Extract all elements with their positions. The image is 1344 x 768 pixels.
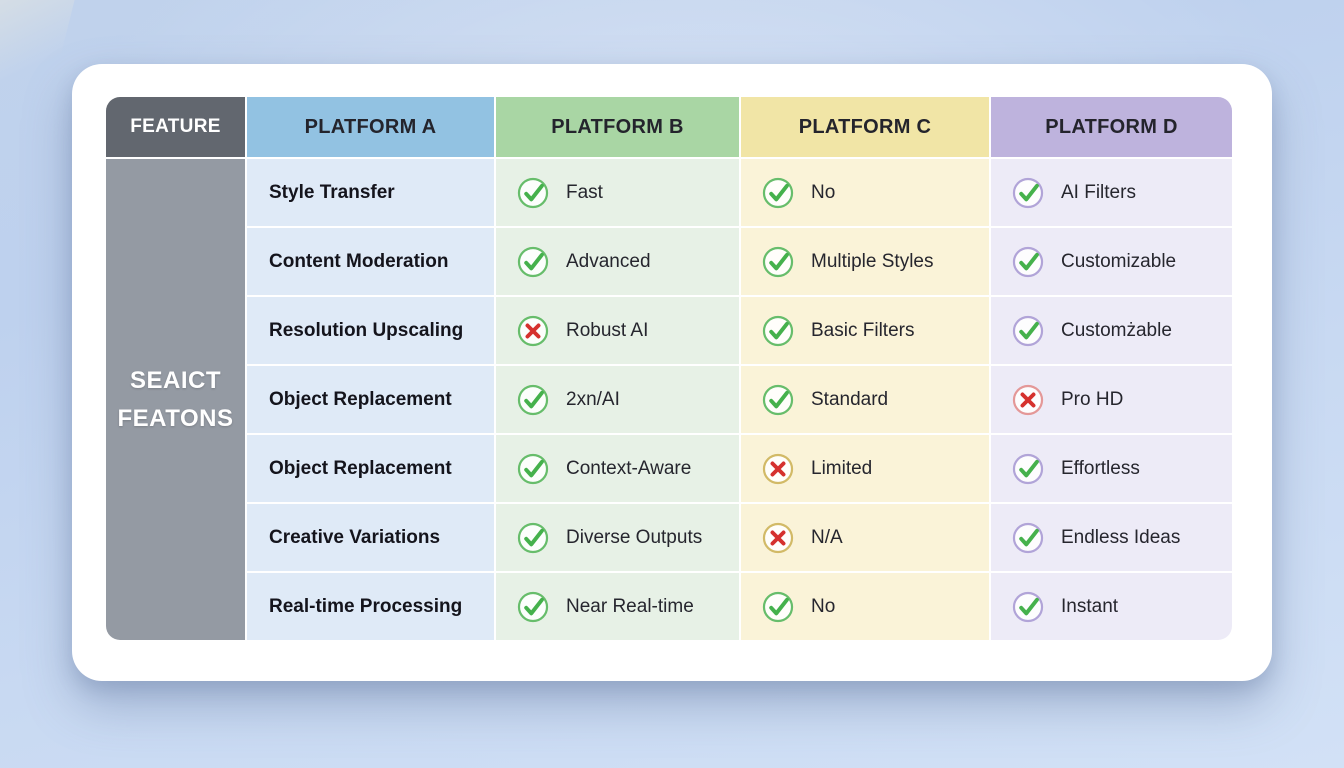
cell-value: Advanced bbox=[566, 250, 651, 272]
cell-value: 2xn/AI bbox=[566, 388, 620, 410]
column-header-a: PLATFORM A bbox=[247, 97, 494, 157]
feature-name: Real-time Processing bbox=[269, 595, 463, 617]
check-icon bbox=[517, 384, 549, 415]
cell-value: Basic Filters bbox=[811, 319, 915, 341]
check-icon bbox=[1012, 522, 1044, 553]
cross-icon bbox=[762, 522, 794, 553]
platform-b-cell: 2xn/AI bbox=[496, 366, 739, 433]
check-icon bbox=[1012, 246, 1044, 277]
cell-value: Robust AI bbox=[566, 319, 649, 341]
check-icon bbox=[762, 384, 794, 415]
cell-value: Limited bbox=[811, 457, 873, 479]
sidebar-label-line: FEATONS bbox=[117, 404, 234, 432]
cell-value: Pro HD bbox=[1061, 388, 1124, 410]
platform-d-cell: Instant bbox=[991, 573, 1232, 640]
platform-b-cell: Context-Aware bbox=[496, 435, 739, 502]
cell-value: Context-Aware bbox=[566, 457, 692, 479]
cell-value: Diverse Outputs bbox=[566, 526, 703, 548]
platform-d-cell: Pro HD bbox=[991, 366, 1232, 433]
platform-c-cell: N/A bbox=[741, 504, 989, 571]
platform-d-cell: AI Filters bbox=[991, 159, 1232, 226]
cell-value: Fast bbox=[566, 181, 603, 203]
column-header-d: PLATFORM D bbox=[991, 97, 1232, 157]
feature-name-cell: Style Transfer bbox=[247, 159, 494, 226]
check-icon bbox=[1012, 591, 1044, 622]
platform-b-cell: Robust AI bbox=[496, 297, 739, 364]
platform-c-cell: Limited bbox=[741, 435, 989, 502]
feature-name: Resolution Upscaling bbox=[269, 319, 464, 341]
cell-value: Multiple Styles bbox=[811, 250, 934, 272]
platform-c-cell: Multiple Styles bbox=[741, 228, 989, 295]
platform-b-cell: Diverse Outputs bbox=[496, 504, 739, 571]
column-header-feature: FEATURE bbox=[106, 97, 245, 157]
check-icon bbox=[762, 177, 794, 208]
check-icon bbox=[1012, 453, 1044, 484]
check-icon bbox=[762, 315, 794, 346]
cell-value: Near Real-time bbox=[566, 595, 694, 617]
feature-name-cell: Object Replacement bbox=[247, 366, 494, 433]
cell-value: AI Filters bbox=[1061, 181, 1136, 203]
cell-value: Customżable bbox=[1061, 319, 1172, 341]
platform-d-cell: Customżable bbox=[991, 297, 1232, 364]
platform-c-cell: No bbox=[741, 159, 989, 226]
cell-value: N/A bbox=[811, 526, 843, 548]
check-icon bbox=[517, 177, 549, 208]
feature-name-cell: Object Replacement bbox=[247, 435, 494, 502]
platform-b-cell: Advanced bbox=[496, 228, 739, 295]
platform-c-cell: Standard bbox=[741, 366, 989, 433]
cell-value: No bbox=[811, 181, 836, 203]
column-header-c: PLATFORM C bbox=[741, 97, 989, 157]
cross-icon bbox=[762, 453, 794, 484]
check-icon bbox=[517, 453, 549, 484]
feature-name: Style Transfer bbox=[269, 181, 395, 203]
cross-icon bbox=[517, 315, 549, 346]
cell-value: Customizable bbox=[1061, 250, 1177, 272]
feature-name: Creative Variations bbox=[269, 526, 441, 548]
platform-b-cell: Fast bbox=[496, 159, 739, 226]
check-icon bbox=[517, 591, 549, 622]
check-icon bbox=[762, 591, 794, 622]
feature-name: Content Moderation bbox=[269, 250, 449, 272]
feature-name-cell: Real-time Processing bbox=[247, 573, 494, 640]
decorative-triangle bbox=[0, 0, 81, 121]
check-icon bbox=[517, 246, 549, 277]
cell-value: Standard bbox=[811, 388, 889, 410]
cross-icon bbox=[1012, 384, 1044, 415]
cell-value: Endless Ideas bbox=[1061, 526, 1181, 548]
platform-b-cell: Near Real-time bbox=[496, 573, 739, 640]
platform-d-cell: Endless Ideas bbox=[991, 504, 1232, 571]
check-icon bbox=[762, 246, 794, 277]
check-icon bbox=[1012, 315, 1044, 346]
feature-name: Object Replacement bbox=[269, 457, 452, 479]
platform-d-cell: Customizable bbox=[991, 228, 1232, 295]
check-icon bbox=[1012, 177, 1044, 208]
feature-name: Object Replacement bbox=[269, 388, 452, 410]
column-header-b: PLATFORM B bbox=[496, 97, 739, 157]
platform-c-cell: No bbox=[741, 573, 989, 640]
cell-value: Effortless bbox=[1061, 457, 1140, 479]
feature-name-cell: Creative Variations bbox=[247, 504, 494, 571]
cell-value: Instant bbox=[1061, 595, 1119, 617]
feature-name-cell: Resolution Upscaling bbox=[247, 297, 494, 364]
sidebar-label: SEAICT FEATONS bbox=[106, 159, 245, 640]
cell-value: No bbox=[811, 595, 836, 617]
sidebar-label-line: SEAICT bbox=[129, 366, 221, 394]
check-icon bbox=[517, 522, 549, 553]
feature-name-cell: Content Moderation bbox=[247, 228, 494, 295]
platform-d-cell: Effortless bbox=[991, 435, 1232, 502]
platform-c-cell: Basic Filters bbox=[741, 297, 989, 364]
